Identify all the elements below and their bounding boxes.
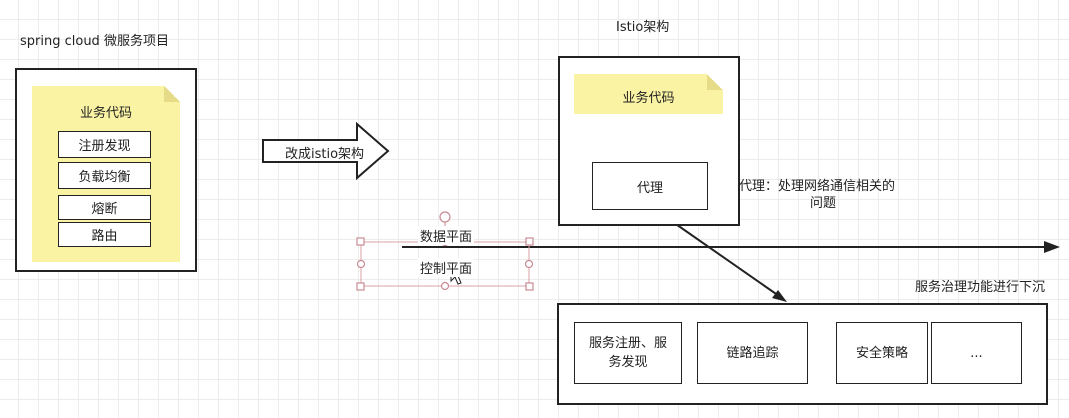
data-plane-label: 数据平面 bbox=[418, 226, 475, 245]
selection-handle-br bbox=[525, 282, 534, 291]
spring-item-service-discovery: 注册发现 bbox=[58, 131, 151, 158]
spring-item-load-balancing: 负载均衡 bbox=[58, 162, 151, 189]
selection-handle-bl bbox=[356, 282, 365, 291]
plane-divider-arrowhead bbox=[1044, 241, 1060, 253]
governance-item-line: 务发现 bbox=[608, 355, 648, 370]
proxy-box: 代理 bbox=[592, 162, 708, 210]
governance-item-line: 服务注册、服 bbox=[588, 336, 667, 351]
note-fold bbox=[164, 86, 180, 102]
governance-item-service-registry: 服务注册、服 务发现 bbox=[574, 322, 682, 384]
governance-title: 服务治理功能进行下沉 bbox=[915, 280, 1046, 295]
istio-note: 业务代码 bbox=[574, 74, 723, 114]
note-fold bbox=[707, 74, 723, 90]
istio-title: Istio架构 bbox=[616, 20, 670, 35]
istio-note-title: 业务代码 bbox=[622, 91, 675, 106]
proxy-desc-line1: 代理：处理网络通信相关的 bbox=[739, 179, 896, 194]
selection-handle-tl bbox=[356, 237, 365, 246]
spring-item-routing: 路由 bbox=[58, 222, 151, 247]
proxy-desc-line2: 问题 bbox=[810, 196, 837, 211]
spring-note-title: 业务代码 bbox=[79, 106, 132, 121]
proxy-governance-connector bbox=[659, 212, 780, 297]
selection-handle-bottom bbox=[440, 281, 450, 291]
selection-handle-left bbox=[356, 259, 366, 269]
connector-arrowhead-bottom bbox=[772, 290, 787, 302]
selection-handle-right bbox=[524, 259, 534, 269]
governance-item-tracing: 链路追踪 bbox=[697, 322, 808, 384]
transform-arrow-label: 改成istio架构 bbox=[285, 147, 365, 162]
selection-handle-tr bbox=[525, 237, 534, 246]
spring-cloud-title: spring cloud 微服务项目 bbox=[20, 34, 169, 49]
spring-item-circuit-breaker: 熔断 bbox=[58, 195, 151, 220]
governance-item-more: ... bbox=[931, 322, 1022, 384]
selection-rotate-handle bbox=[439, 211, 451, 223]
control-plane-label: 控制平面 bbox=[418, 258, 475, 277]
transform-arrow-shape bbox=[262, 121, 390, 181]
governance-item-security: 安全策略 bbox=[836, 322, 928, 384]
